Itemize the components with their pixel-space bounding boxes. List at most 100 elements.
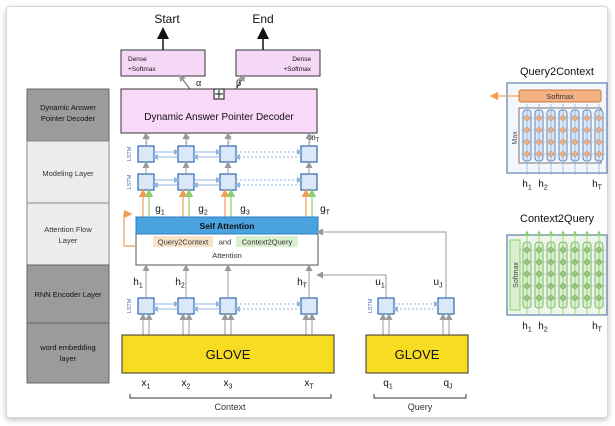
modeling-lstm-cell — [300, 145, 318, 163]
svg-text:+Softmax: +Softmax — [283, 66, 311, 73]
context-brace — [129, 394, 332, 399]
svg-text:GLOVE: GLOVE — [206, 347, 251, 362]
start-label: Start — [154, 12, 180, 26]
svg-text:Attention: Attention — [212, 251, 242, 260]
svg-text:Query2Context: Query2Context — [158, 238, 209, 247]
q2c-h-labels: h1 h2 hT — [522, 179, 602, 192]
svg-text:Dense: Dense — [128, 56, 147, 63]
x-label: xT — [304, 378, 314, 391]
modeling-lstm-cell — [300, 173, 318, 191]
c2q-h-label: hT — [592, 321, 603, 334]
lstm-label: LSTM — [127, 298, 133, 313]
c2q-panel-title: Context2Query — [520, 213, 594, 225]
beta-label: β — [236, 78, 241, 88]
modeling-lstm-cell — [137, 173, 155, 191]
lstm-label: LSTM — [127, 146, 133, 161]
layer-label-embedding-1: word embedding — [39, 343, 95, 352]
u-label: u1 — [375, 277, 385, 290]
alpha-label: α — [196, 78, 201, 88]
layer-box-embedding — [26, 322, 110, 384]
m-last-label: mT — [309, 133, 320, 144]
h-labels: h1 h2 hT — [133, 277, 307, 290]
x-label: x2 — [182, 378, 191, 391]
modeling-lstm-cell — [177, 173, 195, 191]
g-labels: g1 g2 g3 gT — [155, 204, 330, 217]
svg-text:Dense: Dense — [292, 56, 311, 63]
rnn-lstm-cell — [177, 297, 195, 315]
attention-flow-block: Self Attention Query2Context and Context… — [123, 209, 319, 266]
svg-text:+Softmax: +Softmax — [128, 66, 156, 73]
x-label: x1 — [142, 378, 151, 391]
layer-box-attention — [26, 202, 110, 266]
query-caption: Query — [408, 402, 433, 412]
concat-symbol — [213, 88, 225, 100]
q-label: qJ — [443, 378, 452, 391]
svg-text:Softmax: Softmax — [546, 92, 574, 101]
h-label: h1 — [133, 277, 143, 290]
query-to-attention-lines — [316, 228, 447, 298]
layer-label-rnn: RNN Encoder Layer — [34, 290, 102, 299]
x-labels: x1 x2 x3 xT — [142, 378, 315, 391]
modeling-lstm-cell — [219, 145, 237, 163]
svg-text:Dynamic Answer Pointer Decoder: Dynamic Answer Pointer Decoder — [144, 112, 294, 123]
layer-box-decoder — [26, 88, 110, 142]
rnn-lstm-cell — [137, 297, 155, 315]
q2c-tag — [153, 236, 213, 247]
svg-text:GLOVE: GLOVE — [395, 347, 440, 362]
u-label: uJ — [433, 277, 442, 290]
c2q-h-label: h1 — [522, 321, 532, 334]
layer-label-decoder-1: Dynamic Answer — [40, 103, 96, 112]
g-label: g3 — [240, 204, 250, 217]
layer-label-attention-1: Attention Flow — [44, 225, 92, 234]
self-attention-bar — [135, 216, 319, 235]
svg-text:Softmax: Softmax — [513, 262, 520, 288]
layer-box-rnn — [26, 264, 110, 324]
modeling-lstm-cell — [137, 145, 155, 163]
q-labels: q1 qJ — [383, 378, 452, 391]
layer-labels: Dynamic Answer Pointer Decoder Modeling … — [26, 88, 110, 384]
end-label: End — [252, 12, 273, 26]
lstm-label: LSTM — [368, 298, 374, 313]
c2q-panel: Context2Query Softmax — [506, 213, 608, 316]
outputs: Start End — [154, 12, 274, 50]
self-attention-label: Self Attention — [200, 221, 255, 231]
modeling-lstm-cell — [219, 173, 237, 191]
glove-query: GLOVE — [365, 334, 469, 374]
q-label: q1 — [383, 378, 393, 391]
layer-label-attention-2: Layer — [59, 236, 78, 245]
rnn-lstm-cell — [300, 297, 318, 315]
q2c-panel-title: Query2Context — [520, 66, 594, 78]
rnn-lstm-cell — [219, 297, 237, 315]
attention-skip-connection — [123, 209, 136, 247]
layer-label-embedding-2: layer — [60, 354, 77, 363]
query-lstm-cell — [437, 297, 455, 315]
q2c-h-label: h1 — [522, 179, 532, 192]
q2c-h-label: hT — [592, 179, 603, 192]
svg-text:Max: Max — [512, 131, 519, 145]
h-label: hT — [297, 277, 308, 290]
svg-text:and: and — [219, 238, 232, 247]
query-lstm-cell — [377, 297, 395, 315]
modeling-lstm-cell — [177, 145, 195, 163]
modeling-lstm-grid: LSTM LSTM — [127, 132, 318, 217]
g-label: g1 — [155, 204, 165, 217]
g-label: g2 — [198, 204, 208, 217]
svg-text:Context2Query: Context2Query — [242, 238, 293, 247]
q2c-h-label: h2 — [538, 179, 548, 192]
layer-label-decoder-2: Pointer Decoder — [41, 114, 96, 123]
context-caption: Context — [214, 402, 246, 412]
layer-label-modeling: Modeling Layer — [42, 169, 94, 178]
g-label: gT — [320, 204, 331, 217]
u-labels: u1 uJ — [375, 277, 442, 290]
q2c-panel: Query2Context Softmax Max — [489, 66, 608, 175]
lstm-label: LSTM — [127, 174, 133, 189]
x-label: x3 — [224, 378, 233, 391]
rnn-encoder-lstms: LSTM LSTM — [127, 264, 455, 335]
layer-box-modeling — [26, 140, 110, 204]
glove-context: GLOVE — [121, 334, 335, 374]
h-label: h2 — [175, 277, 185, 290]
dense-softmax-right: Dense +Softmax — [235, 49, 321, 77]
c2q-softmax-bar — [509, 239, 521, 311]
